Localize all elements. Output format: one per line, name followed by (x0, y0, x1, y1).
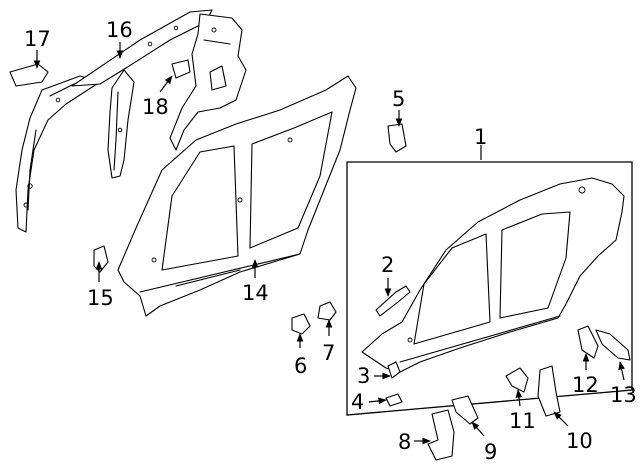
callout-3: 3 (357, 364, 370, 388)
part-11-bracket (505, 367, 529, 393)
part-2-reinforcement (375, 285, 411, 317)
callout-4: 4 (351, 390, 364, 414)
part-17-a-pillar (9, 63, 101, 233)
part-12-bracket (577, 325, 599, 359)
part-4-clip (385, 393, 403, 407)
callout-10: 10 (566, 429, 593, 453)
callout-15: 15 (87, 286, 114, 310)
part-18-quarter-inner (169, 13, 247, 151)
callout-12: 12 (572, 373, 599, 397)
callout-7: 7 (322, 341, 335, 365)
part-7-bracket (317, 301, 337, 321)
part-5-bracket (387, 123, 407, 153)
part-1-frame (346, 161, 633, 416)
part-10-bracket (537, 365, 561, 417)
callout-13: 13 (610, 383, 637, 407)
part-9-bracket (451, 395, 479, 425)
callout-6: 6 (294, 354, 307, 378)
callout-17: 17 (24, 27, 51, 51)
callout-2: 2 (381, 253, 394, 277)
leader-lines (33, 42, 625, 445)
part-6-bracket (291, 313, 311, 335)
callout-8: 8 (398, 430, 411, 454)
callout-14: 14 (242, 281, 269, 305)
part-1-body-side-outer (361, 177, 625, 373)
callout-11: 11 (509, 409, 536, 433)
callout-18: 18 (142, 95, 169, 119)
callout-1: 1 (474, 125, 487, 149)
callout-9: 9 (484, 440, 497, 464)
part-14-body-side-inner (117, 75, 357, 317)
callout-5: 5 (392, 87, 405, 111)
part-13-bracket (595, 329, 631, 361)
part-16-roof-rail (71, 9, 213, 179)
part-15-bracket (93, 245, 109, 273)
callout-16: 16 (106, 18, 133, 42)
part-8-bracket (427, 409, 455, 461)
